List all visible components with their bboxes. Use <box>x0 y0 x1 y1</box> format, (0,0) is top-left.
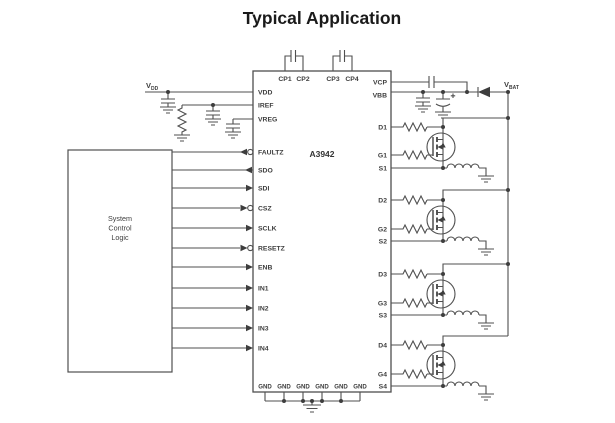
pin-label-cp4: CP4 <box>345 76 358 83</box>
mosfet-4-arrows-icon <box>437 360 446 368</box>
system-logic-label-1: System <box>108 214 132 223</box>
vreg-circuit <box>225 118 253 139</box>
in3-arrow-icon <box>246 324 253 332</box>
pin-label-cp1: CP1 <box>278 76 291 83</box>
mosfet-1-arrows-icon <box>437 142 446 150</box>
pin-label-s4: S4 <box>379 384 388 391</box>
pin-label-faultz: FAULTZ <box>258 150 284 157</box>
pin-label-gnd-5: GND <box>334 384 348 391</box>
active-low-bubbles <box>247 148 254 252</box>
ic-name: A3942 <box>309 149 334 159</box>
signal-arrowheads <box>240 86 490 368</box>
pin-label-gnd-6: GND <box>353 384 367 391</box>
pin-label-vbb: VBB <box>373 93 387 100</box>
pin-label-gnd-1: GND <box>258 384 272 391</box>
csz-arrow-icon <box>240 204 248 212</box>
pin-label-cp2: CP2 <box>296 76 309 83</box>
pin-label-s2: S2 <box>379 239 388 246</box>
in1-arrow-icon <box>246 284 253 292</box>
pin-label-cp3: CP3 <box>326 76 339 83</box>
pin-label-s3: S3 <box>379 313 388 320</box>
enb-arrow-icon <box>246 263 253 271</box>
pin-label-vcp: VCP <box>373 80 387 87</box>
pin-label-vdd: VDD <box>258 90 272 97</box>
pin-label-iref: IREF <box>258 103 273 110</box>
system-logic-label-2: Control <box>108 224 132 233</box>
pin-label-g3: G3 <box>378 301 387 308</box>
schematic-wires <box>67 50 509 413</box>
reverse-diode-icon <box>478 86 490 98</box>
pin-label-gnd-3: GND <box>296 384 310 391</box>
resetz-arrow-icon <box>240 244 248 252</box>
vdd-supply-label: VDD <box>146 81 159 92</box>
channel-1-circuit <box>391 117 508 183</box>
pin-label-in3: IN3 <box>258 326 269 333</box>
in2-arrow-icon <box>246 304 253 312</box>
pin-label-d2: D2 <box>378 198 387 205</box>
vdd-supply-circuit <box>145 91 253 114</box>
charge-pump-cap-2 <box>332 50 353 71</box>
pin-label-g1: G1 <box>378 153 387 160</box>
pin-label-sdi: SDI <box>258 186 269 193</box>
sclk-arrow-icon <box>246 224 253 232</box>
vcp-vbb-network <box>391 76 508 119</box>
pin-label-in2: IN2 <box>258 306 269 313</box>
pin-label-in4: IN4 <box>258 346 269 353</box>
pin-label-enb: ENB <box>258 265 272 272</box>
sdi-arrow-icon <box>246 184 253 192</box>
pin-label-g4: G4 <box>378 372 387 379</box>
pin-label-gnd-2: GND <box>277 384 291 391</box>
pin-label-vreg: VREG <box>258 117 277 124</box>
system-control-logic-box <box>67 149 173 373</box>
iref-circuit <box>174 104 253 142</box>
pin-label-sdo: SDO <box>258 168 273 175</box>
system-logic-label-3: Logic <box>111 233 129 242</box>
pin-label-d4: D4 <box>378 343 387 350</box>
pin-label-sclk: SCLK <box>258 226 277 233</box>
sdo-arrow-icon <box>245 166 252 174</box>
pin-label-resetz: RESETZ <box>258 246 285 253</box>
pin-label-d3: D3 <box>378 272 387 279</box>
page-title: Typical Application <box>243 8 402 28</box>
pin-label-in1: IN1 <box>258 286 269 293</box>
in4-arrow-icon <box>246 344 253 352</box>
channel-3-circuit <box>391 263 508 330</box>
pin-label-gnd-4: GND <box>315 384 329 391</box>
pin-label-d1: D1 <box>378 125 387 132</box>
junction-dots <box>166 90 510 403</box>
charge-pump-cap-1 <box>284 50 304 71</box>
pin-label-s1: S1 <box>379 166 388 173</box>
channel-2-circuit <box>391 189 508 256</box>
mosfet-2-arrows-icon <box>437 215 446 223</box>
channel-4-circuit <box>391 335 508 401</box>
pin-label-csz: CSZ <box>258 206 272 213</box>
vbat-supply-label: VBAT <box>504 80 519 91</box>
faultz-arrow-icon <box>240 148 247 156</box>
logic-signal-wires <box>172 151 253 349</box>
mosfet-3-arrows-icon <box>437 289 446 297</box>
pin-label-g2: G2 <box>378 227 387 234</box>
